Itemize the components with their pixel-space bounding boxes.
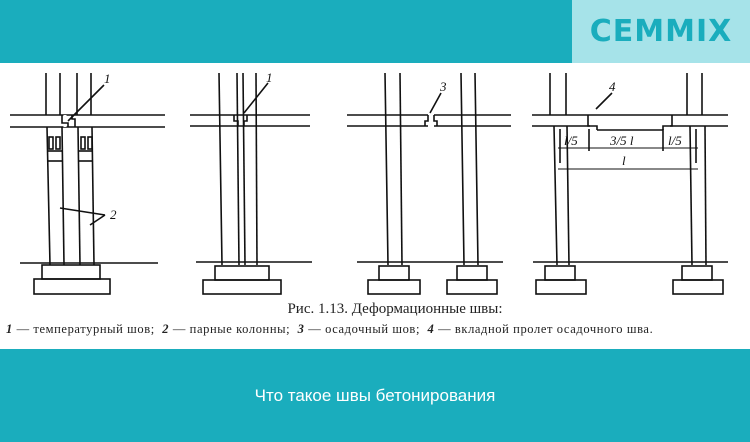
legend-num-4: 4 (427, 322, 435, 336)
legend-text-2: — парные колонны; (172, 322, 291, 336)
callout-1-paired: 1 (266, 70, 273, 85)
dim-middle: 3/5 l (609, 133, 634, 148)
article-title[interactable]: Что такое швы бетонирования (254, 385, 496, 405)
logo-text: CEMMIX (589, 14, 733, 49)
deformation-joints-figure: 1 2 1 (0, 63, 750, 349)
callout-4: 4 (609, 79, 616, 94)
dim-left: l/5 (564, 133, 578, 148)
drawing-inserted-span: 4 l/5 3/5 l l/5 l (532, 73, 728, 295)
drawing-paired-columns: 1 (190, 70, 312, 295)
logo[interactable]: CEMMIX (572, 0, 750, 63)
callout-1: 1 (104, 71, 111, 86)
legend-num-1: 1 (6, 322, 13, 336)
dim-right: l/5 (668, 133, 682, 148)
legend-text-1: — температурный шов; (16, 322, 155, 336)
joints-drawing: 1 2 1 (10, 70, 728, 295)
figure-legend: 1 — температурный шов; 2 — парные колонн… (6, 322, 750, 337)
footer-band: Что такое швы бетонирования (0, 349, 750, 442)
figure-title: Рис. 1.13. Деформационные швы: (287, 301, 503, 317)
legend-num-2: 2 (162, 322, 170, 336)
legend-num-3: 3 (297, 322, 305, 336)
drawing-settlement-joint: 3 (347, 72, 511, 295)
callout-3: 3 (439, 79, 447, 94)
callout-2: 2 (110, 207, 117, 222)
dim-total: l (622, 153, 626, 168)
legend-text-4: — вкладной пролет осадочного шва. (438, 322, 654, 336)
drawing-temperature-joint: 1 2 (10, 71, 165, 295)
legend-text-3: — осадочный шов; (308, 322, 421, 336)
